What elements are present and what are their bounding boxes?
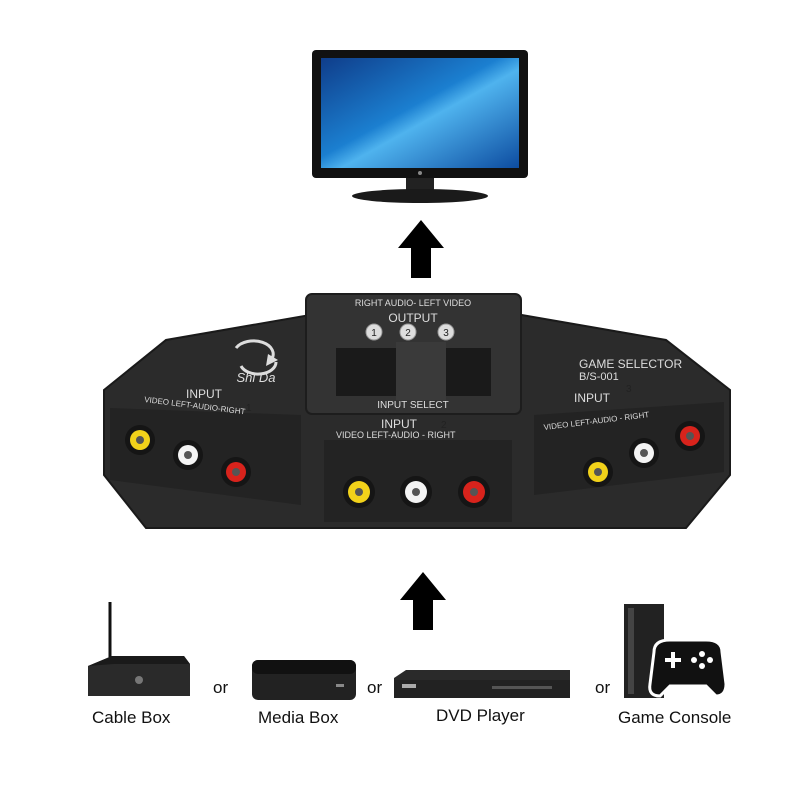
input3-jacks [583,421,705,487]
output-label: OUTPUT [388,311,438,325]
input3-panel [534,402,724,495]
model-number: B/S-001 [579,371,619,383]
dvd-player-icon [394,670,570,698]
or-label: or [595,678,611,697]
output-button-1: 1 [371,328,377,339]
input1-number: 1 [246,403,252,414]
selector-slider[interactable] [396,342,446,400]
up-arrow-icon [398,220,444,278]
game-console-label: Game Console [618,708,732,727]
input1-label: INPUT [186,387,223,401]
or-label: or [367,678,383,697]
model-name: GAME SELECTOR [579,357,682,371]
brand-name: Shi Da [236,370,275,385]
input2-jacks [343,476,490,508]
tv-screen [321,58,519,168]
up-arrow-icon [400,572,446,630]
dvd-player-label: DVD Player [436,706,525,725]
input1-jacks [125,425,251,487]
top-port-labels: RIGHT AUDIO- LEFT VIDEO [355,298,471,308]
input2-label: INPUT [381,417,418,431]
media-box-icon [252,660,356,700]
tv-illustration [312,50,528,203]
tv-neck [406,178,434,192]
tv-stand [352,189,488,203]
media-box-label: Media Box [258,708,339,727]
input1-panel [110,408,301,505]
cable-box-icon [88,602,190,696]
input2-number: 2 [441,420,447,431]
output-button-2: 2 [405,328,411,339]
brand-logo-icon [234,339,278,376]
or-label: or [213,678,229,697]
input2-ports: VIDEO LEFT-AUDIO - RIGHT [336,430,456,440]
output-button-3: 3 [443,328,449,339]
input3-label: INPUT [574,391,611,405]
input3-number: 3 [626,384,632,395]
av-switch-device: RIGHT AUDIO- LEFT VIDEO OUTPUT 1 2 3 Shi… [103,293,731,529]
input-select-label: INPUT SELECT [377,400,449,411]
output-buttons [365,323,455,341]
cable-box-label: Cable Box [92,708,171,727]
game-console-icon [624,604,728,698]
